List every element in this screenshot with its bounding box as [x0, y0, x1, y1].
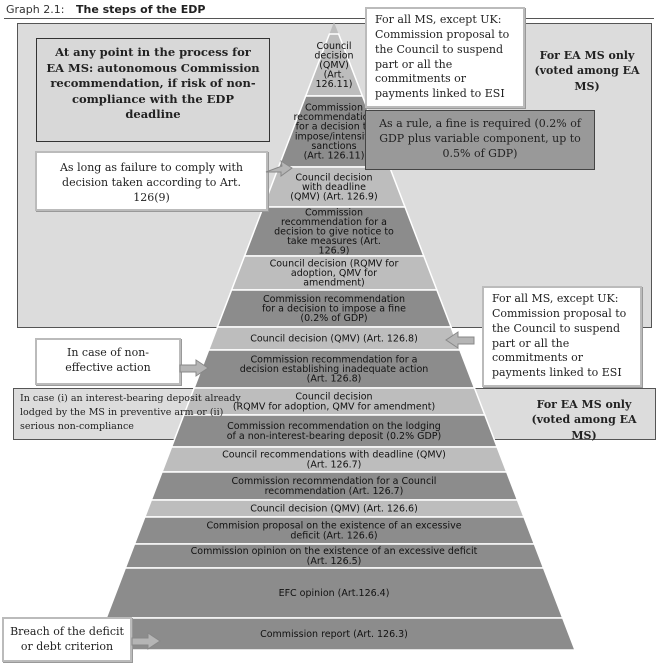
pyramid-band-text: Council decision (RQMV for	[270, 258, 399, 269]
pyramid-band-text: Council decision (QMV) (Art. 126.6)	[250, 504, 418, 515]
pyramid-band-text: (QMV)	[319, 60, 349, 71]
pyramid-band-text: (0.2% of GDP)	[300, 313, 367, 324]
pyramid-band-text: (Art. 126.8)	[307, 374, 362, 385]
pyramid-band-text: Commission recommendation for a Council	[232, 476, 437, 487]
ea-only-label-mid: For EA MS only (voted among EA MS)	[531, 398, 637, 442]
pyramid-band-text: Council	[317, 41, 352, 52]
pyramid-band-text: with deadline	[302, 182, 366, 193]
all-ms-top-box: For all MS, except UK: Commission propos…	[365, 7, 525, 108]
pyramid-band-text: amendment)	[303, 278, 365, 289]
pyramid-band-text: decision establishing inadequate action	[240, 364, 429, 375]
pyramid-band-text: (RQMV for adoption, QMV for amendment)	[233, 401, 435, 412]
pyramid-band-text: (Art. 126.7)	[307, 459, 362, 470]
pyramid-band-text: sanctions	[311, 141, 356, 152]
pyramid-band-text: take measures (Art.	[287, 236, 381, 247]
ea-any-point-box: At any point in the process for EA MS: a…	[36, 38, 270, 142]
pyramid-band-text: Council decision (QMV) (Art. 126.8)	[250, 334, 418, 345]
fine-rule-box: As a rule, a fine is required (0.2% of G…	[365, 110, 595, 170]
interest-deposit-box: In case (i) an interest-bearing deposit …	[20, 392, 246, 436]
graph-label: Graph 2.1:	[6, 3, 65, 16]
pyramid-band-text: (QMV) (Art. 126.9)	[290, 192, 377, 203]
failure-comply-box: As long as failure to comply with decisi…	[35, 151, 268, 211]
pyramid-band-text: for a decision to impose a fine	[262, 304, 406, 315]
non-effective-box: In case of non-effective action	[35, 338, 181, 385]
breach-box: Breach of the deficit or debt criterion	[2, 617, 132, 662]
arrow-right-icon	[179, 359, 209, 377]
pyramid-band-text: Council recommendations with deadline (Q…	[222, 450, 446, 461]
pyramid-band-text: of a non-interest-bearing deposit (0.2% …	[227, 431, 442, 442]
pyramid-band-text: 126.9)	[319, 246, 350, 257]
pyramid-band-text: for a decision to	[296, 122, 373, 133]
pyramid-band-text: Council decision	[295, 392, 372, 403]
pyramid-band-text: 126.11)	[316, 79, 353, 90]
pyramid-band-text: deficit (Art. 126.6)	[290, 530, 377, 541]
pyramid-band-text: decision to give notice to	[274, 227, 394, 238]
pyramid-band-text: recommendation for a	[281, 217, 387, 228]
pyramid-band-text: decision	[314, 50, 353, 61]
pyramid-band-text: Commission report (Art. 126.3)	[260, 629, 408, 640]
graph-header: Graph 2.1: The steps of the EDP	[4, 2, 654, 19]
pyramid-band-text: Commision proposal on the existence of a…	[206, 521, 461, 532]
pyramid-band-text: Commission recommendation	[263, 294, 405, 305]
pyramid-band-text: (Art. 126.11)	[304, 151, 365, 162]
pyramid-band-text: Commission opinion on the existence of a…	[191, 546, 478, 557]
pyramid-band-text: (Art.	[324, 70, 345, 81]
pyramid-band-text: Council decision	[295, 172, 372, 183]
pyramid-band-text: Commission	[305, 207, 363, 218]
interest-deposit-text: In case (i) an interest-bearing deposit …	[20, 393, 241, 432]
pyramid-apex	[329, 22, 339, 34]
all-ms-mid-box: For all MS, except UK: Commission propos…	[482, 286, 642, 387]
pyramid-band-text: EFC opinion (Art.126.4)	[279, 588, 390, 599]
ea-only-label-top: For EA MS only (voted among EA MS)	[534, 49, 640, 93]
pyramid-band-text: adoption, QMV for	[291, 268, 377, 279]
pyramid-band-text: impose/intensify	[295, 131, 374, 142]
arrow-right-icon	[265, 159, 293, 177]
pyramid-band-text: Commission	[305, 103, 363, 114]
pyramid-band-text: (Art. 126.5)	[307, 556, 362, 567]
pyramid-band-text: Commission recommendation for a	[251, 354, 418, 365]
arrow-right-icon	[131, 632, 161, 650]
pyramid-band-text: recommendation	[293, 112, 374, 123]
pyramid-band-text: Commission recommendation on the lodging	[227, 421, 441, 432]
graph-title: The steps of the EDP	[76, 3, 206, 16]
pyramid-band-text: recommendation (Art. 126.7)	[265, 486, 404, 497]
arrow-left-icon	[445, 331, 475, 349]
